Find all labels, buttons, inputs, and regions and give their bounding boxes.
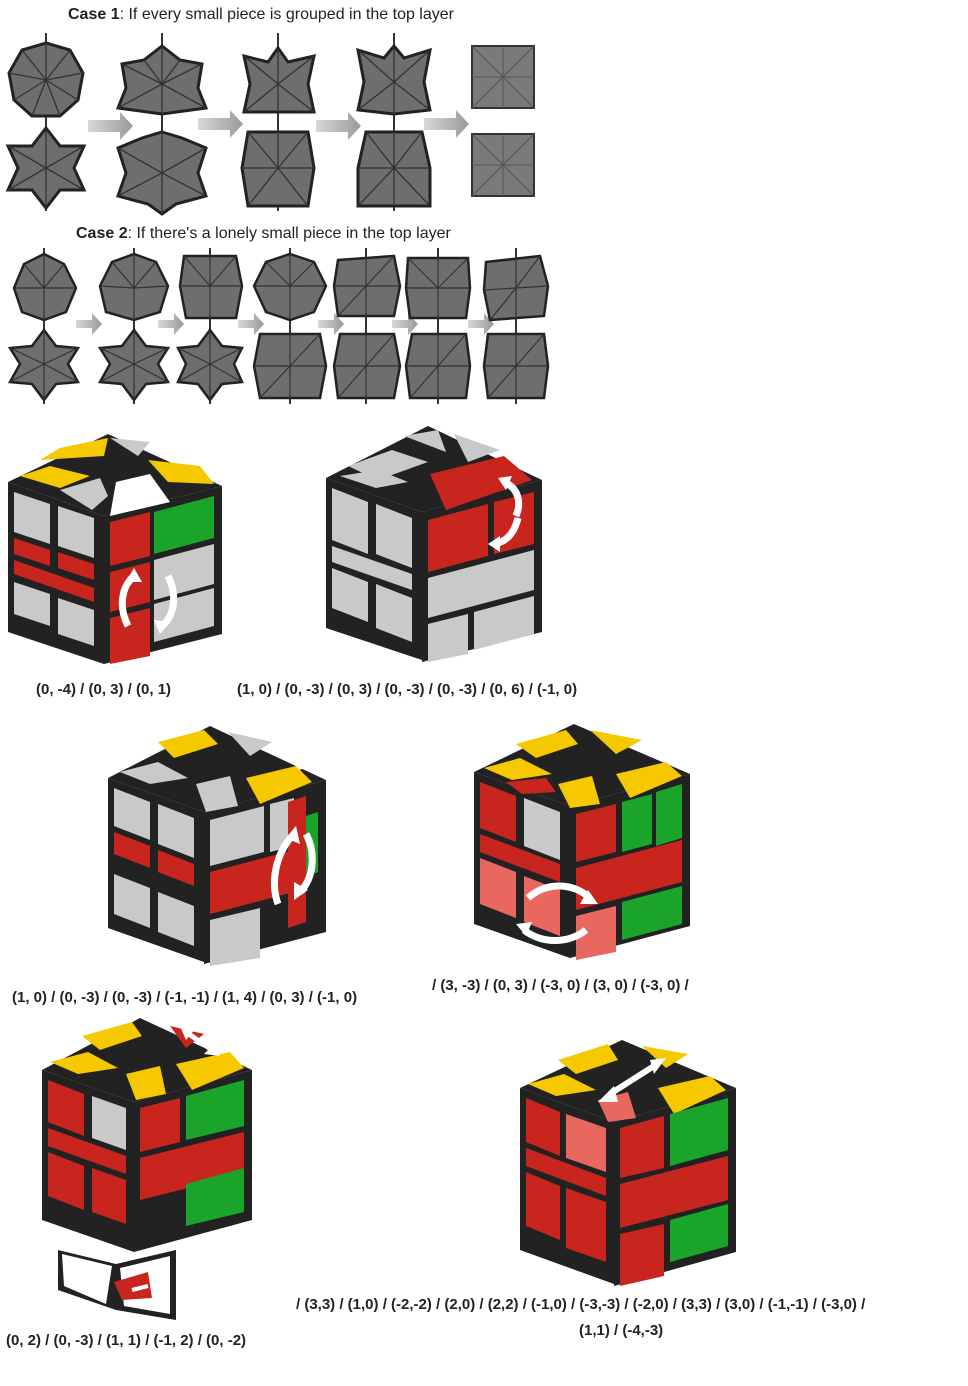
- cube-6: [520, 1040, 736, 1286]
- case2-state-7: [482, 248, 550, 404]
- cube-1: [8, 434, 222, 664]
- case1-state-1: [5, 33, 87, 211]
- case2-arrow-6: [468, 313, 494, 335]
- caption-4: / (3, -3) / (0, 3) / (-3, 0) / (3, 0) / …: [432, 977, 689, 994]
- case2-state-5: [332, 248, 402, 404]
- case1-diagram: [5, 33, 535, 216]
- case1-state-2: [115, 33, 209, 216]
- caption-2: (1, 0) / (0, -3) / (0, 3) / (0, -3) / (0…: [237, 681, 578, 698]
- case2-title: Case 2: If there's a lonely small piece …: [76, 225, 451, 243]
- case2-state-6: [404, 248, 472, 404]
- case2-arrow-1: [76, 313, 102, 335]
- cube-4: [474, 724, 690, 960]
- case1-state-4: [356, 33, 432, 211]
- case2-label: Case 2: [76, 225, 128, 242]
- case1-arrow-2: [198, 110, 243, 138]
- case2-arrow-2: [158, 313, 184, 335]
- cube-5: [42, 1018, 252, 1320]
- case2-text: : If there's a lonely small piece in the…: [127, 225, 451, 242]
- caption-6-line-1: / (3,3) / (1,0) / (-2,-2) / (2,0) / (2,2…: [296, 1296, 866, 1313]
- caption-3: (1, 0) / (0, -3) / (0, -3) / (-1, -1) / …: [12, 989, 358, 1006]
- case2-arrow-3: [238, 313, 264, 335]
- cube-2: [326, 426, 542, 662]
- caption-1: (0, -4) / (0, 3) / (0, 1): [36, 681, 172, 698]
- case2-state-3: [176, 248, 244, 404]
- case1-arrow-1: [88, 112, 133, 140]
- case1-title: Case 1: If every small piece is grouped …: [68, 6, 454, 24]
- case2-diagram: [7, 248, 550, 404]
- case2-state-4: [252, 248, 328, 404]
- case2-state-2: [97, 248, 171, 404]
- case2-state-1: [7, 248, 81, 404]
- case1-text: : If every small piece is grouped in the…: [119, 6, 454, 23]
- case1-label: Case 1: [68, 6, 120, 23]
- case1-state-5: [471, 45, 535, 197]
- caption-6-line-2: (1,1) / (-4,-3): [579, 1322, 664, 1339]
- case1-arrow-4: [424, 110, 469, 138]
- case1-arrow-3: [316, 112, 361, 140]
- case1-state-3: [240, 33, 316, 211]
- cube-3: [108, 726, 326, 966]
- case2-arrow-4: [318, 313, 344, 335]
- caption-5: (0, 2) / (0, -3) / (1, 1) / (-1, 2) / (0…: [6, 1332, 247, 1349]
